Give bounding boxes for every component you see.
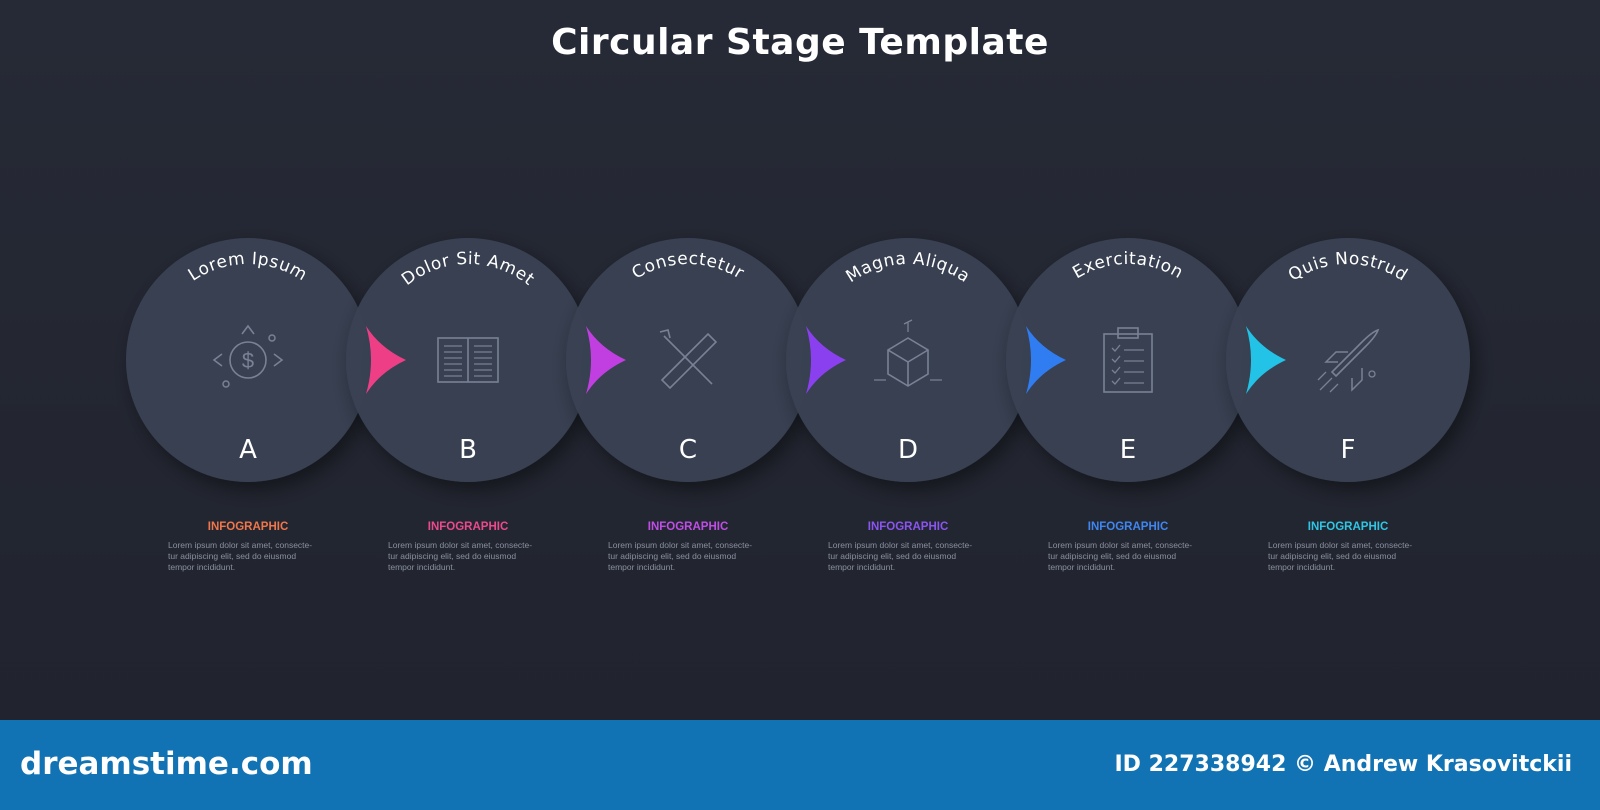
connector-arrow-d: [1026, 326, 1066, 394]
svg-text:$: $: [242, 348, 254, 373]
stage-description-line: tempor incididunt.: [608, 562, 675, 572]
brand-logo-text: dreamstime.com: [20, 746, 313, 782]
stage-description-line: tur adipiscing elit, sed do eiusmod: [388, 551, 516, 561]
book-icon: [437, 337, 499, 383]
stage-description-line: tur adipiscing elit, sed do eiusmod: [828, 551, 956, 561]
stage-description-line: Lorem ipsum dolor sit amet, consecte-: [828, 540, 972, 550]
connector-arrow-c: [806, 326, 846, 394]
stage-description-line: Lorem ipsum dolor sit amet, consecte-: [1268, 540, 1412, 550]
stage-letter: B: [459, 435, 477, 465]
stage-description-line: Lorem ipsum dolor sit amet, consecte-: [608, 540, 752, 550]
stage-description-line: Lorem ipsum dolor sit amet, consecte-: [388, 540, 532, 550]
stage-circle: [1226, 238, 1470, 482]
stage-letter: A: [239, 435, 257, 465]
ruler-pencil-icon: [659, 329, 718, 390]
stage-caption: INFOGRAPHIC: [868, 521, 949, 533]
stage-description-line: tur adipiscing elit, sed do eiusmod: [608, 551, 736, 561]
stage-letter: F: [1341, 435, 1356, 465]
cube-icon: [874, 319, 942, 387]
stage-letter: E: [1120, 435, 1136, 465]
footer-bar: dreamstime.com ID 227338942 © Andrew Kra…: [0, 720, 1600, 810]
connector-arrow-b: [586, 326, 626, 394]
stage-description-line: tempor incididunt.: [1268, 562, 1335, 572]
rocket-icon: [1317, 328, 1380, 393]
stage-description-line: tur adipiscing elit, sed do eiusmod: [1268, 551, 1396, 561]
stage-description-line: tempor incididunt.: [1048, 562, 1115, 572]
connector-arrow-e: [1246, 326, 1286, 394]
stage-description-line: Lorem ipsum dolor sit amet, consecte-: [168, 540, 312, 550]
stage-circle: [786, 238, 1030, 482]
page-title: Circular Stage Template: [551, 22, 1049, 63]
stage-description-line: tempor incididunt.: [388, 562, 455, 572]
stage-description-line: tur adipiscing elit, sed do eiusmod: [1048, 551, 1176, 561]
connector-arrow-a: [366, 326, 406, 394]
image-credit: ID 227338942 © Andrew Krasovitckii: [1114, 752, 1573, 777]
clipboard-icon: [1103, 327, 1153, 393]
stage-circle: [1006, 238, 1250, 482]
stage-description-line: tempor incididunt.: [828, 562, 895, 572]
stage-letter: C: [679, 435, 697, 465]
stage-description-line: tempor incididunt.: [168, 562, 235, 572]
stage-description-line: tur adipiscing elit, sed do eiusmod: [168, 551, 296, 561]
stage-description-line: Lorem ipsum dolor sit amet, consecte-: [1048, 540, 1192, 550]
stage-caption: INFOGRAPHIC: [428, 521, 509, 533]
stage-circle: [126, 238, 370, 482]
stage-letter: D: [898, 435, 918, 465]
stage-caption: INFOGRAPHIC: [1308, 521, 1389, 533]
stage-caption: INFOGRAPHIC: [208, 521, 289, 533]
money-icon: $: [212, 324, 284, 388]
stage-caption: INFOGRAPHIC: [648, 521, 729, 533]
stage-caption: INFOGRAPHIC: [1088, 521, 1169, 533]
